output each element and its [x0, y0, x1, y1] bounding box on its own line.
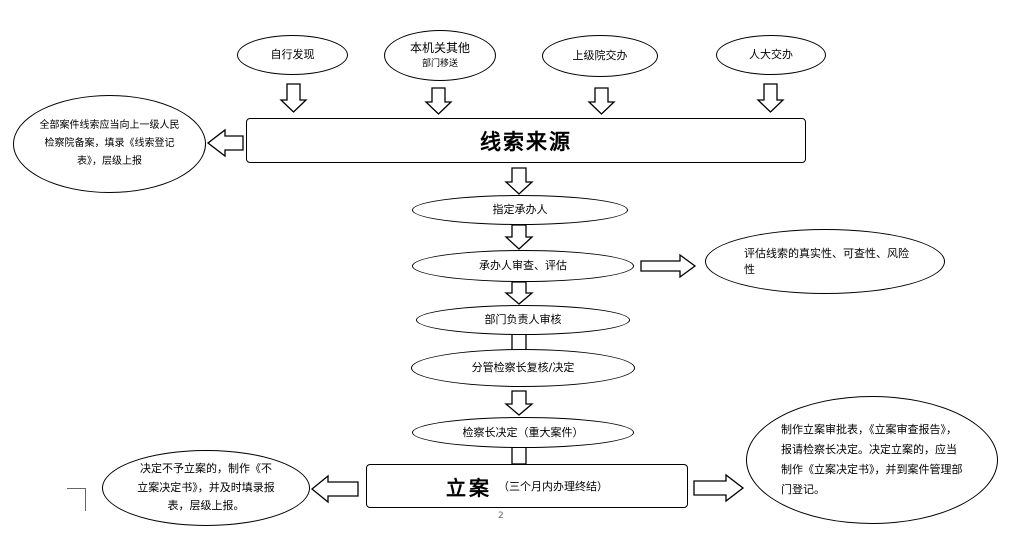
source-ellipse-self-discovery: 自行发现 — [237, 35, 348, 75]
step-label: 承办人审查、评估 — [479, 259, 567, 273]
no-lian-note-ellipse: 决定不予立案的，制作《不立案决定书》，并及时填录报表，层级上报。 — [102, 450, 310, 526]
source-ellipse-other-department: 本机关其他 部门移送 — [384, 30, 496, 81]
down-arrow-icon — [504, 390, 534, 416]
left-arrow-icon — [310, 474, 359, 504]
step-deputy-decision: 分管检察长复核/决定 — [411, 349, 635, 387]
page-number: 2 — [498, 511, 504, 521]
left-note-ellipse: 全部案件线索应当向上一级人民检察院备案，填录《线索登记表》，层级上报 — [13, 95, 206, 193]
assess-note-text: 评估线索的真实性、可查性、风险性 — [744, 246, 909, 276]
step-chief-decision: 检察长决定（重大案件） — [412, 417, 634, 448]
lian-title: 立案 — [446, 475, 492, 500]
source-label: 人大交办 — [749, 48, 793, 62]
left-note-text: 全部案件线索应当向上一级人民检察院备案，填录《线索登记表》，层级上报 — [39, 120, 180, 167]
lian-note-ellipse: 制作立案审批表，《立案审查报告》，报请检察长决定。决定立案的，应当制作《立案决定… — [746, 396, 998, 524]
left-arrow-icon — [206, 128, 244, 158]
source-label: 上级院交办 — [572, 49, 628, 63]
assess-note-ellipse: 评估线索的真实性、可查性、风险性 — [705, 229, 945, 294]
source-ellipse-superior-court: 上级院交办 — [542, 35, 658, 77]
source-ellipse-npc: 人大交办 — [716, 35, 826, 75]
step-label: 检察长决定（重大案件） — [462, 425, 584, 439]
down-arrow-icon — [424, 87, 453, 115]
step-label: 分管检察长复核/决定 — [471, 361, 575, 375]
no-lian-note-text: 决定不予立案的，制作《不立案决定书》，并及时填录报表，层级上报。 — [137, 461, 275, 513]
lian-box: 立案 （三个月内办理终结） — [366, 464, 688, 508]
right-arrow-icon — [693, 473, 745, 503]
main-box-clue-source: 线索来源 — [246, 118, 806, 163]
right-arrow-icon — [640, 253, 697, 279]
step-assign-handler: 指定承办人 — [412, 195, 628, 225]
down-arrow-icon — [504, 224, 534, 250]
down-arrow-icon — [587, 87, 616, 115]
source-label: 自行发现 — [270, 48, 315, 62]
step-label: 指定承办人 — [492, 203, 548, 217]
connector — [511, 446, 527, 465]
source-sublabel: 部门移送 — [421, 58, 458, 69]
down-arrow-icon — [504, 281, 534, 305]
main-box-label: 线索来源 — [480, 128, 572, 154]
step-label: 部门负责人审核 — [484, 313, 562, 327]
page-corner-mark — [67, 488, 86, 511]
lian-note-text: 制作立案审批表，《立案审查报告》，报请检察长决定。决定立案的，应当制作《立案决定… — [781, 423, 963, 496]
source-label: 本机关其他 — [409, 41, 470, 56]
down-arrow-icon — [756, 83, 785, 113]
down-arrow-icon — [504, 167, 534, 195]
down-arrow-icon — [279, 83, 308, 113]
step-department-review: 部门负责人审核 — [416, 305, 630, 335]
step-review-assess: 承办人审查、评估 — [412, 250, 634, 282]
lian-subtitle: （三个月内办理终结） — [498, 480, 608, 493]
